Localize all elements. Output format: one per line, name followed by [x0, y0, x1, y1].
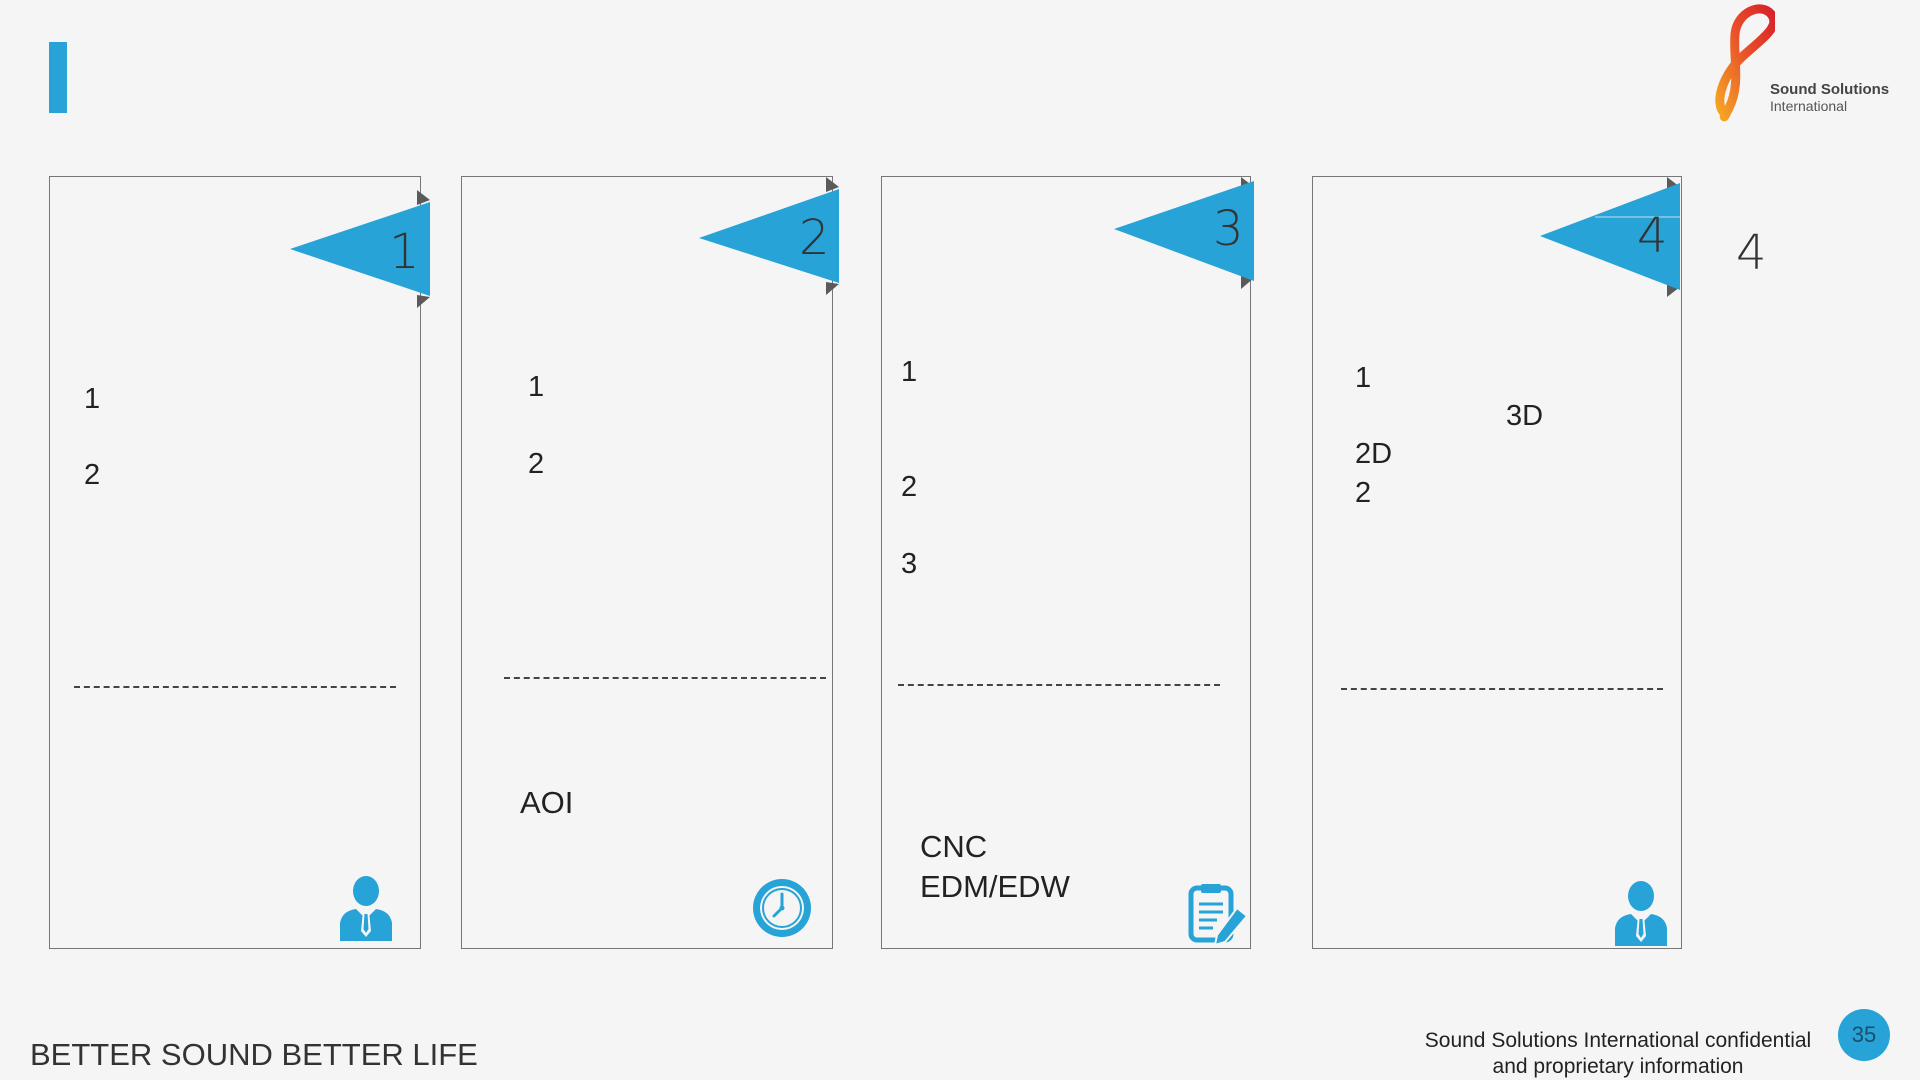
card-3-bottom-line-1: CNC [920, 829, 988, 864]
card-3-item-2: 2 [901, 471, 918, 503]
businessman-icon [1615, 881, 1667, 946]
card-4-item-2: 2 [1355, 477, 1372, 509]
confidential-line-2: and proprietary information [1492, 1055, 1744, 1078]
step-card-2: 2 1 2 AOI [461, 176, 839, 949]
stray-step-number: 4 [1736, 225, 1767, 281]
step-number-1: 1 [389, 224, 420, 280]
confidential-notice: Sound Solutions International confidenti… [1400, 1028, 1836, 1080]
logo-mark-icon [1715, 4, 1775, 122]
step-card-1: 1 1 2 [49, 176, 430, 949]
step-card-3: 3 1 2 3 CNC EDM/EDW [881, 176, 1254, 949]
step-card-4: 4 1 3D 2D 2 [1312, 176, 1682, 949]
confidential-line-1: Sound Solutions International confidenti… [1424, 1029, 1812, 1052]
step-flag-1: 1 [290, 190, 430, 310]
footer-tagline: BETTER SOUND BETTER LIFE [30, 1037, 478, 1072]
company-logo: Sound Solutions International [1715, 4, 1895, 124]
businessman-icon [340, 876, 392, 941]
card-2-divider [504, 677, 826, 679]
card-3-bottom-line-2: EDM/EDW [920, 869, 1070, 904]
card-2-bottom-line-1: AOI [520, 785, 574, 820]
card-2-item-2: 2 [528, 448, 545, 480]
card-4-item-3d: 3D [1506, 400, 1544, 432]
card-4-item-1: 1 [1355, 362, 1372, 394]
title-accent-bar [49, 42, 67, 113]
card-1-item-2: 2 [84, 459, 101, 491]
card-3-item-1: 1 [901, 356, 918, 388]
clock-icon [753, 879, 811, 937]
logo-subtitle: International [1770, 98, 1848, 114]
step-flag-3: 3 [1114, 177, 1254, 297]
logo-name: Sound Solutions [1770, 81, 1890, 98]
page-number-badge: 35 [1838, 1009, 1890, 1061]
card-1-item-1: 1 [84, 383, 101, 415]
card-3-divider [898, 684, 1220, 686]
step-flag-2: 2 [699, 177, 839, 297]
card-3-item-3: 3 [901, 548, 918, 580]
card-1-divider [74, 686, 396, 688]
document-edit-icon [1188, 884, 1249, 946]
step-number-2: 2 [799, 210, 830, 266]
card-4-item-2d: 2D [1355, 438, 1393, 470]
step-number-4: 4 [1637, 208, 1668, 264]
step-flag-4: 4 [1540, 177, 1680, 297]
card-4-divider [1341, 688, 1663, 690]
card-2-item-1: 1 [528, 371, 545, 403]
step-number-3: 3 [1213, 201, 1244, 257]
